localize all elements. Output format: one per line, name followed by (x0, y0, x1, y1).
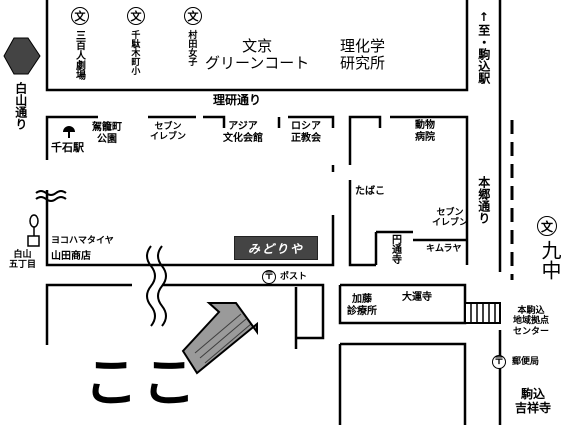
label-honkomagome-center: 本駒込 地域拠点 センター (513, 306, 550, 337)
label-seven-eleven-1: セブン イレブン (150, 122, 187, 143)
school-icon-kyuchu: 文 (537, 216, 557, 236)
label-riken: 理化学 研究所 (340, 37, 386, 73)
metro-station-symbol (3, 37, 41, 75)
label-entsuji: 円通寺 (389, 234, 401, 264)
label-russia-church: ロシア 正教会 (291, 121, 321, 144)
post-icon: 〒 (262, 270, 276, 284)
block-temples (348, 115, 382, 165)
label-sanbyakunin-gekijo: 三百人劇場 (73, 30, 85, 80)
label-yokohama-tire: ヨコハマタイヤ (51, 236, 114, 246)
sengoku-station-mark (63, 126, 75, 138)
label-tabako: たばこ (355, 186, 385, 197)
label-muramata-joshi: 村田女子 (186, 30, 197, 66)
break-mark-middle (146, 245, 156, 327)
label-post-office: 郵便局 (512, 357, 540, 367)
break-mark-left (35, 190, 67, 196)
school-icon-3: 文 (184, 7, 202, 25)
label-kimuraya: キムラヤ (426, 244, 462, 254)
block-lower-left (45, 283, 132, 345)
label-yamada-shoten: 山田商店 (51, 251, 91, 262)
block-sengoku (45, 115, 98, 160)
label-post: ポスト (280, 272, 308, 282)
label-bunkyo-green-court: 文京 グリーンコート (205, 37, 310, 73)
signboard-midoriya: みどりや (234, 236, 318, 260)
post-office-icon: 〒 (492, 355, 506, 369)
label-sendagicho-park: 駕籠町 公園 (92, 122, 122, 145)
label-kyuchu: 九中 (538, 240, 562, 280)
label-sengoku-station: 千石駅 (51, 141, 84, 154)
road-riken-dori: 理研通り (213, 93, 262, 107)
road-hakusan-dori: 白山通り (13, 82, 28, 130)
label-asia-bunka-kaikan: アジア 文化会館 (223, 121, 263, 144)
label-daiunji: 大運寺 (402, 292, 432, 303)
block-main-outline (45, 190, 335, 267)
block-green-court (45, 0, 469, 92)
school-icon-2: 文 (127, 7, 145, 25)
label-sendagicho-sho: 千駄木町小 (129, 30, 140, 75)
label-here: ここ (84, 351, 200, 414)
bus-stop-sign (27, 214, 40, 247)
label-kato-clinic: 加藤 診療所 (347, 294, 377, 317)
label-komagome-kichijoji: 駒込 吉祥寺 (515, 387, 552, 415)
road-hongo-dori: 本郷通り (476, 176, 491, 224)
label-to-komagome-station: ↑至・駒込駅 (476, 10, 491, 84)
label-hakusan-5chome: 白山 五丁目 (9, 250, 37, 271)
label-seven-eleven-2: セブン イレブン (432, 208, 469, 229)
school-icon-1: 文 (71, 7, 89, 25)
label-animal-hospital: 動物 病院 (415, 120, 435, 143)
here-arrow (181, 302, 258, 375)
